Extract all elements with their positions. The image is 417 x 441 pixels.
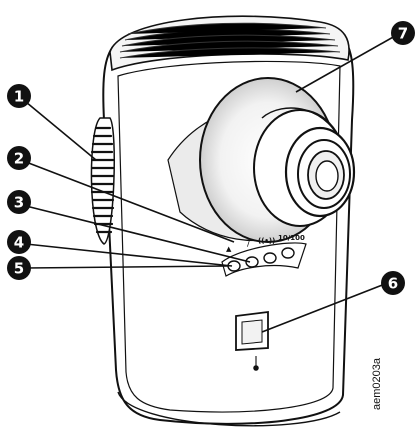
leader-1 (25, 101, 97, 161)
callout-3: 3 (7, 190, 31, 214)
svg-text:4: 4 (14, 234, 24, 252)
leader-2 (25, 161, 235, 243)
indicator-label-network: 10/100 (278, 234, 305, 242)
sensor-window (235, 310, 269, 371)
callout-7: 7 (391, 21, 415, 45)
svg-text:7: 7 (398, 25, 408, 43)
indicator-label-status: / (247, 240, 250, 248)
led-wireless (263, 252, 277, 264)
thermometer-icon (253, 356, 259, 371)
callout-4: 4 (7, 230, 31, 254)
svg-text:2: 2 (14, 150, 24, 168)
led-status (245, 256, 259, 268)
callout-6: 6 (381, 271, 405, 295)
figure-code: aem0203a (371, 357, 383, 410)
indicator-label-wireless: ((•)) (258, 237, 275, 245)
indicator-panel: ▲ / ((•)) 10/100 (221, 234, 307, 277)
leader-4 (25, 243, 233, 267)
callout-2: 2 (7, 146, 31, 170)
leader-3 (25, 205, 251, 263)
side-grille (90, 117, 115, 245)
top-grille (119, 22, 341, 59)
svg-text:6: 6 (388, 275, 398, 293)
leader-lines (25, 35, 396, 333)
lens-assembly (167, 77, 356, 243)
callout-1: 1 (7, 84, 31, 108)
leader-7 (295, 35, 396, 93)
leader-6 (261, 283, 386, 333)
svg-text:3: 3 (14, 194, 24, 212)
leader-5 (25, 265, 229, 269)
svg-text:1: 1 (14, 88, 24, 106)
indicator-label-power: ▲ (226, 245, 232, 253)
svg-text:5: 5 (14, 260, 24, 278)
callout-5: 5 (7, 256, 31, 280)
led-network (281, 247, 295, 259)
